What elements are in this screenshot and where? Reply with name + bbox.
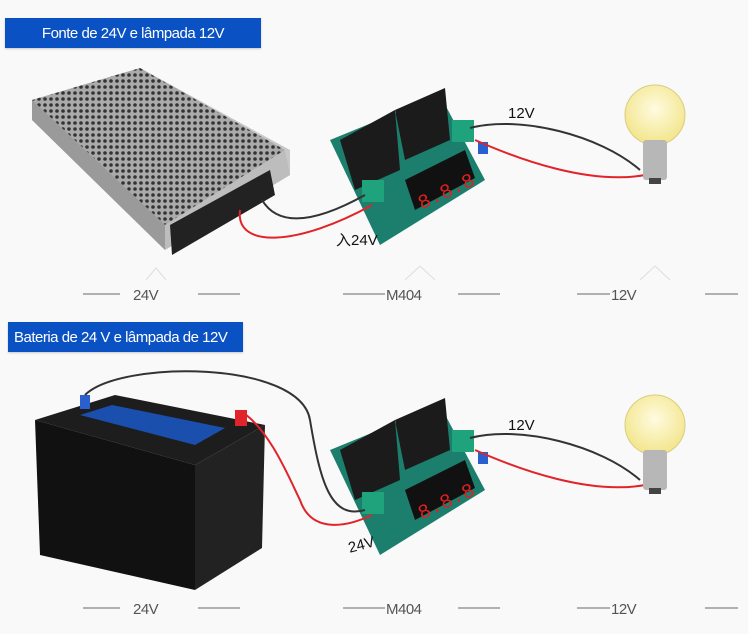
heatsink	[340, 110, 400, 190]
output-wire-label-1: 12V	[508, 105, 535, 122]
section-2-title: Bateria de 24 V e lâmpada de 12V	[8, 322, 243, 352]
output-wire-label-2: 12V	[508, 417, 535, 434]
wires-2	[84, 370, 646, 526]
caption-row-1	[83, 265, 738, 295]
load-label-1: 12V	[611, 287, 637, 304]
terminal-block	[170, 170, 275, 255]
output-terminal	[452, 120, 474, 142]
battery-label	[80, 405, 225, 445]
potentiometer	[478, 142, 488, 154]
light-bulb-1	[624, 84, 686, 184]
negative-terminal	[80, 395, 90, 409]
input-wire-label-2: 24V	[346, 533, 376, 556]
wires-1	[238, 123, 646, 239]
light-bulb-2	[624, 394, 686, 494]
step-down-module-1: 8.8.8	[330, 88, 488, 245]
step-down-module-2: 8.8.8	[330, 398, 488, 555]
source-label-2: 24V	[133, 601, 159, 618]
power-supply	[32, 68, 290, 255]
load-label-2: 12V	[611, 601, 637, 618]
led-display	[405, 150, 475, 210]
input-wire-label-1: 入24V	[336, 232, 378, 249]
module-label-1: M404	[386, 287, 422, 304]
module-label-2: M404	[386, 601, 422, 618]
source-label-1: 24V	[133, 287, 159, 304]
battery	[35, 395, 265, 590]
positive-terminal	[235, 410, 247, 426]
section-1-title: Fonte de 24V e lâmpada 12V	[5, 18, 261, 48]
input-terminal	[362, 180, 384, 202]
